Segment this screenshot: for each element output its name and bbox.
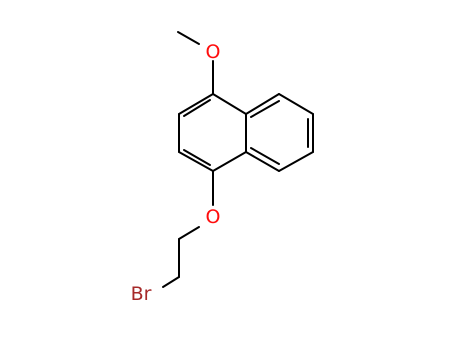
bromine-label: Br [131,283,152,305]
bond-c4a-c4 [212,93,247,115]
bond-methyl-o [177,31,200,45]
bond-c2-c1-inner [183,149,211,166]
bond-c8-c8a-inner [250,147,280,165]
bond-c4a-c5 [245,93,280,115]
bond-c4-c3 [178,93,214,115]
bond-c1-c8a [212,151,247,172]
bond-c5-c6 [278,93,314,115]
bond-c4-c3-inner [183,99,211,117]
bond-c8-c8a [245,151,280,172]
methoxy-oxygen-label: O [206,41,221,63]
bond-c4a-c5-inner [250,100,280,118]
ether-oxygen-label: O [206,206,221,228]
bond-ch2-br [162,276,180,288]
bond-c7-c8 [278,151,314,172]
bond-c2-c1 [178,151,214,172]
bond-o-ch2 [178,226,200,240]
